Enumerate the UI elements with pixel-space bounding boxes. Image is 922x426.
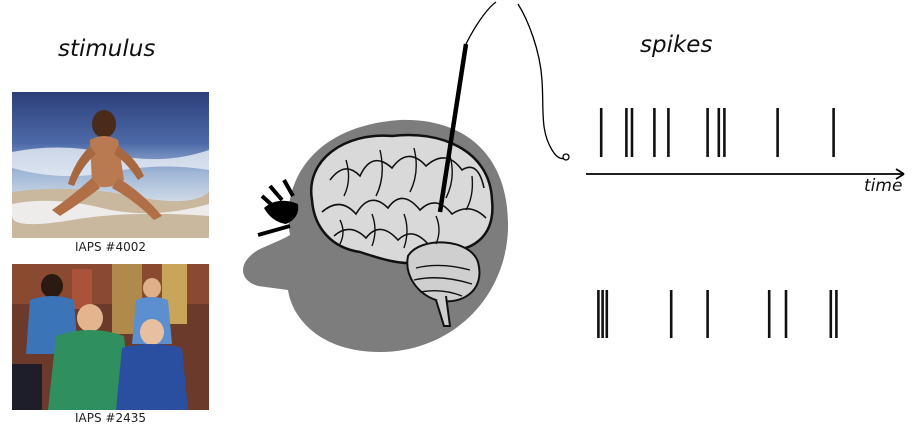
spike-train-2 [597,290,838,338]
crowd-photo-graphic [12,264,209,410]
electrode [437,43,469,213]
time-label: time [864,176,903,196]
stimulus-image-crowd [12,264,209,410]
beach-photo-graphic [12,92,209,238]
stimulus-label: stimulus [58,36,156,62]
spike-train-1 [599,108,835,157]
stimulus-image-beach [12,92,209,238]
spikes-label: spikes [640,32,713,58]
caption-image-1: IAPS #4002 [74,240,146,254]
eye-icon [257,179,299,237]
wire-end [562,153,570,161]
electrode-wire [465,1,567,160]
time-axis [586,168,905,180]
caption-image-2: IAPS #2435 [74,411,146,425]
